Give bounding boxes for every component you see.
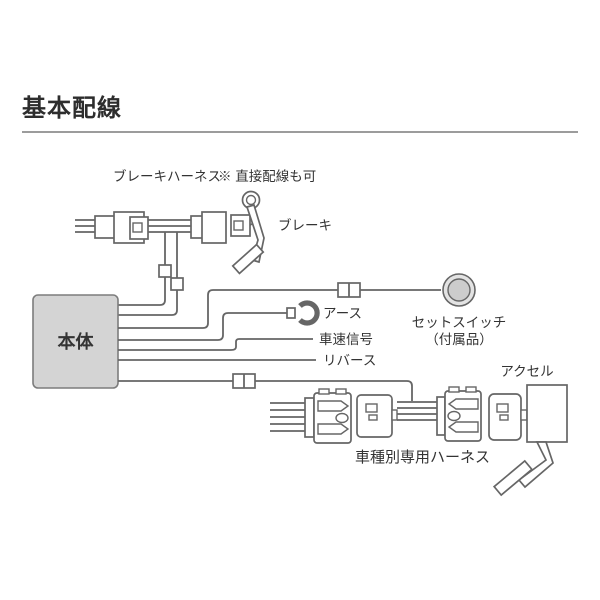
harness-right-connector-latch-bottom (447, 421, 479, 433)
harness-mid-wires (397, 401, 441, 421)
speed-signal-wire (118, 338, 313, 351)
ground-terminal-crimp (286, 307, 296, 319)
set-switch-wire (118, 289, 441, 329)
harness-right-connector-latch-top (447, 398, 479, 410)
ground-ring-terminal-icon (298, 300, 320, 326)
accel-pedal-arm (517, 441, 554, 489)
main-unit-box (32, 294, 119, 389)
harness-coupler-detail-2 (368, 414, 378, 421)
harness-coupler-lock (391, 409, 398, 421)
accel-coupler-detail-1 (496, 403, 509, 413)
brake-wire-1 (118, 232, 166, 306)
direct-wiring-note: ※ 直接配線も可 (218, 168, 316, 184)
harness-right-connector-tab-1 (448, 386, 460, 393)
brake-harness-connector-c2 (201, 211, 227, 244)
page-title: 基本配線 (22, 95, 122, 122)
accelerator-label: アクセル (500, 364, 553, 379)
brake-harness-connector-b-notch (132, 222, 143, 233)
accel-coupler-lock (520, 409, 528, 421)
harness-left-wires (270, 402, 307, 432)
harness-left-retainer (304, 397, 315, 438)
harness-coupler-detail-1 (365, 403, 378, 413)
brake-harness (75, 211, 227, 316)
ground-wire (118, 312, 287, 341)
accelerator-wire (118, 380, 413, 401)
harness-left-connector-tab-2 (335, 388, 347, 395)
brake-harness-mid-wires (148, 219, 191, 233)
set-switch-note-label: （付属品） (425, 332, 493, 347)
accel-coupler-detail-2 (499, 414, 509, 421)
set-switch-label: セットスイッチ (412, 315, 507, 330)
accel-pedal-icon (492, 384, 568, 497)
harness-left-connector-latch-top (317, 400, 350, 412)
brake-harness-connector-a1 (94, 215, 116, 239)
accelerator-circuit (118, 373, 413, 401)
brake-wire-splice-2 (170, 277, 184, 291)
ground-label: アース (323, 306, 362, 321)
harness-right-retainer (436, 396, 446, 436)
set-switch-button-inner (447, 278, 471, 302)
vehicle-harness (270, 386, 528, 444)
title-underline (22, 131, 578, 133)
harness-right-connector-oval (447, 410, 461, 422)
brake-harness-label: ブレーキハーネス (113, 168, 221, 184)
brake-pedal-plate (231, 243, 265, 275)
brake-harness-left-wires (75, 219, 96, 233)
harness-left-connector-oval (335, 412, 349, 424)
set-switch-circuit (118, 273, 476, 329)
brake-wire-splice-1 (158, 264, 172, 278)
brake-pedal-connector-notch (233, 220, 244, 231)
accel-pedal-unit-box (526, 384, 568, 443)
main-unit: 本体 (32, 294, 119, 389)
speed-signal-label: 車速信号 (319, 332, 373, 347)
ring-terminal-inner (245, 194, 257, 206)
harness-left-connector-latch-bottom (317, 423, 350, 435)
brake-label: ブレーキ (278, 217, 332, 233)
brake-pedal-icon (230, 190, 265, 275)
accel-pedal-plate (492, 459, 534, 497)
vehicle-harness-label: 車種別専用ハーネス (355, 449, 490, 466)
brake-wire-2 (118, 232, 178, 316)
reverse-label: リバース (323, 353, 376, 368)
harness-right-connector-tab-2 (465, 386, 477, 393)
ground-circuit (118, 300, 320, 341)
main-unit-label: 本体 (58, 331, 95, 352)
harness-left-connector-tab-1 (318, 388, 330, 395)
